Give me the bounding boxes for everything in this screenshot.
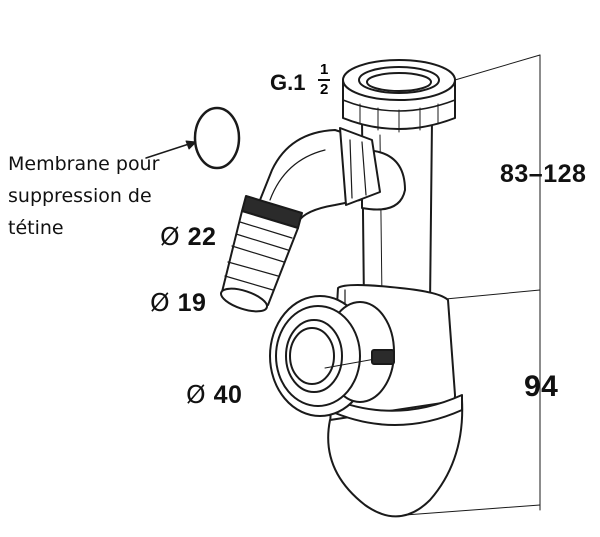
upper-height-dimension: 83–128	[500, 160, 587, 188]
membrane-disc	[193, 106, 241, 170]
lower-height-dimension: 94	[524, 370, 559, 403]
callout-line-1: Membrane pour	[8, 153, 160, 175]
callout-arrow	[145, 140, 197, 159]
diameter-40-value: 40	[213, 381, 243, 409]
diameter-symbol: Ø	[150, 288, 171, 317]
thread-fraction-numerator: 1	[320, 61, 329, 78]
callout-line-3: tétine	[8, 217, 64, 239]
thread-label: G.1	[270, 70, 305, 96]
thread-fraction-bar	[318, 79, 330, 81]
diameter-symbol: Ø	[160, 222, 181, 251]
diameter-19-value: 19	[177, 289, 207, 317]
diameter-19-label: Ø 19	[150, 288, 206, 318]
callout-line-2: suppression de	[8, 185, 152, 207]
outlet-nut	[269, 295, 395, 417]
callout-label: Membrane pour suppression de tétine	[8, 148, 159, 244]
elbow-connector	[257, 127, 381, 223]
diameter-22-label: Ø 22	[160, 222, 216, 252]
dimension-lines	[404, 54, 541, 516]
diameter-40-label: Ø 40	[186, 380, 242, 410]
diameter-22-value: 22	[187, 223, 217, 251]
thread-fraction-denominator: 2	[320, 81, 329, 98]
hose-nozzle	[220, 210, 299, 313]
top-nut	[342, 59, 456, 133]
thread-prefix: G.1	[270, 70, 306, 95]
diameter-symbol: Ø	[186, 380, 207, 409]
